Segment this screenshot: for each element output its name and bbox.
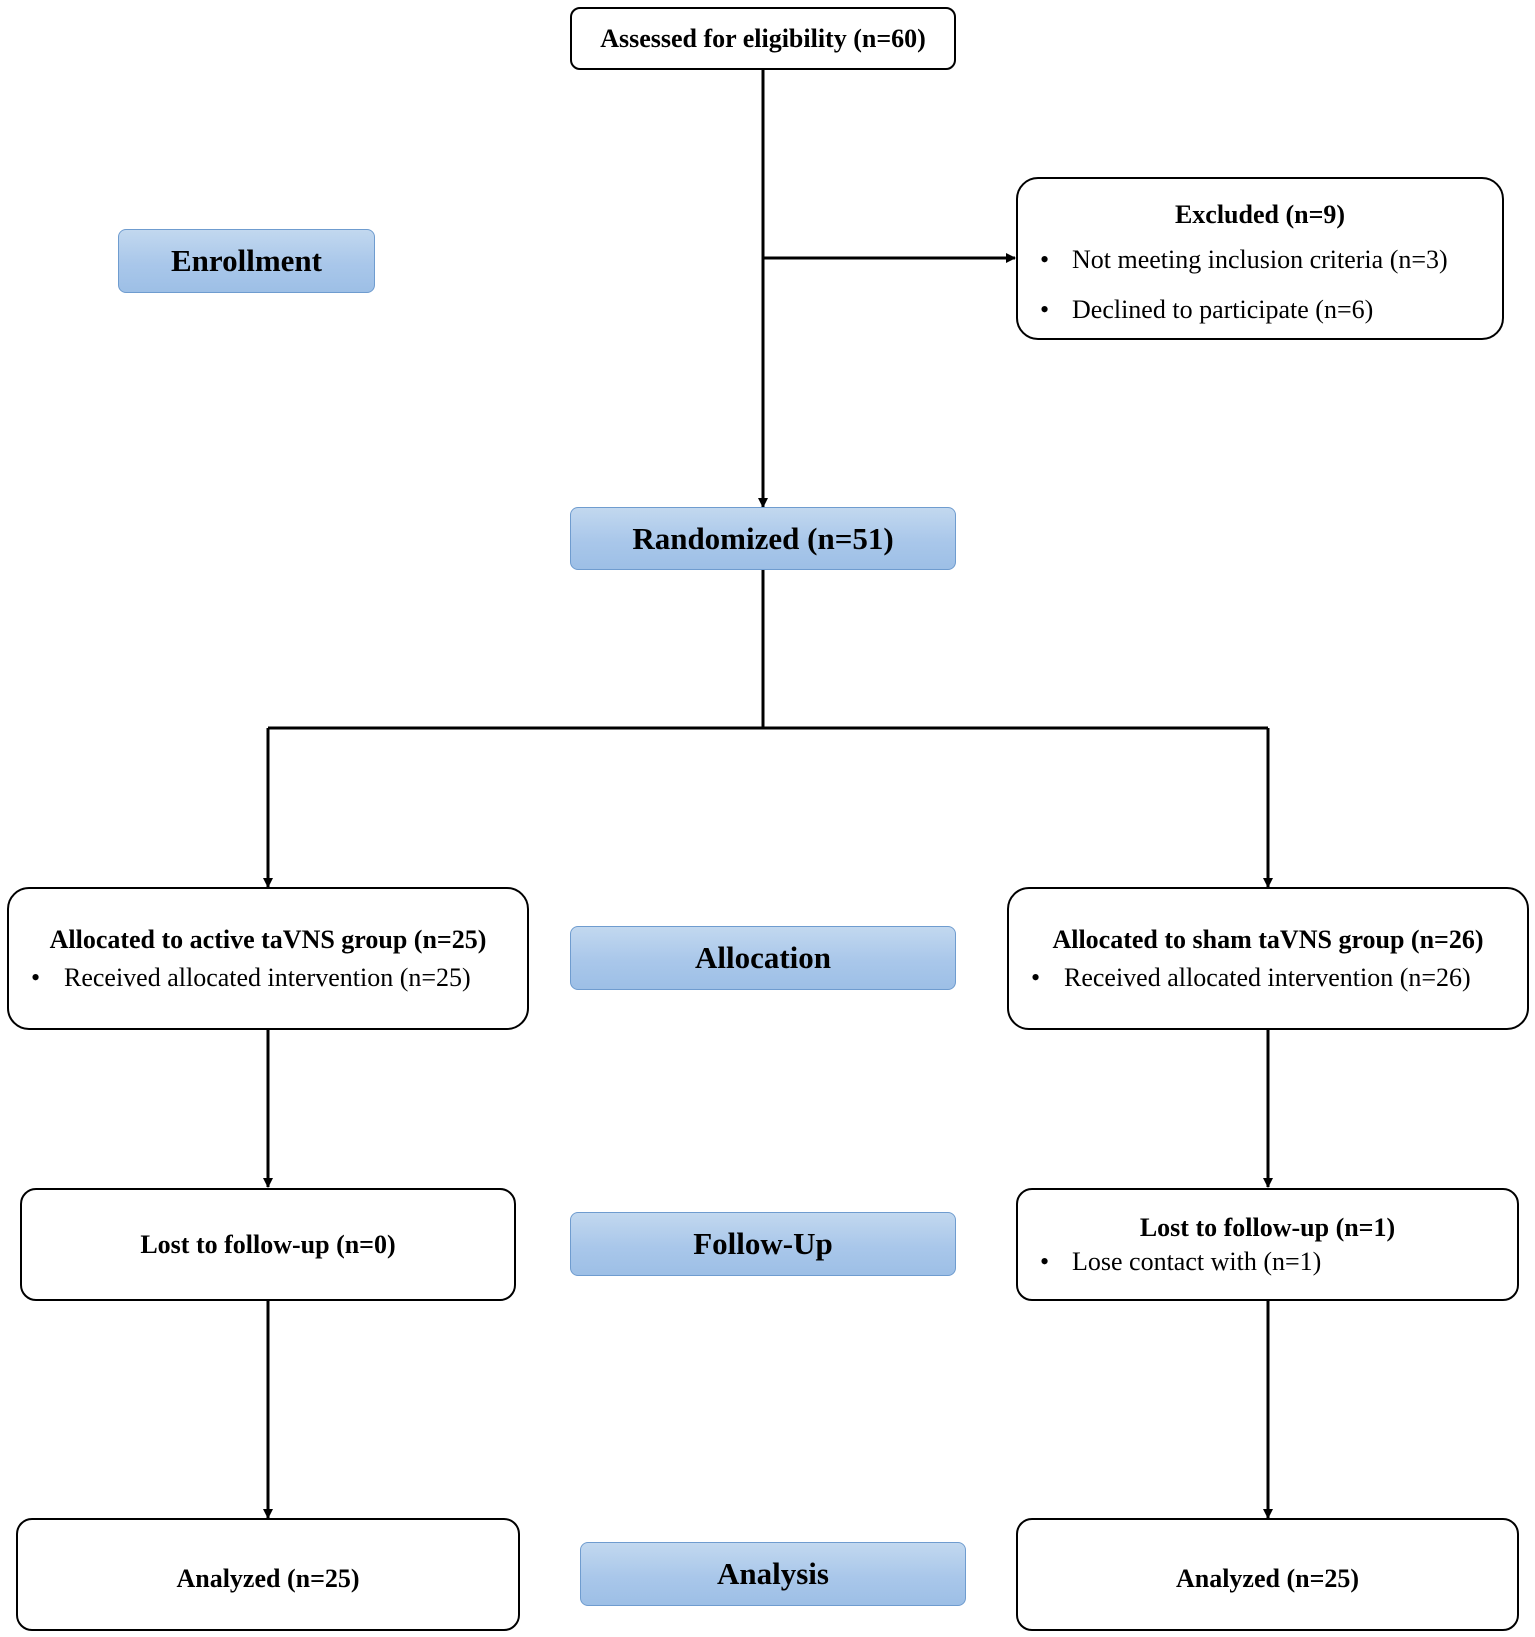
active-allocation-item-text: Received allocated intervention (n=25) bbox=[64, 962, 471, 992]
sham-allocation-list: • Received allocated intervention (n=26) bbox=[1009, 962, 1527, 993]
active-allocation-title: Allocated to active taVNS group (n=25) bbox=[49, 925, 487, 955]
randomized-box: Randomized (n=51) bbox=[570, 507, 956, 570]
excluded-box: Excluded (n=9) • Not meeting inclusion c… bbox=[1016, 177, 1504, 340]
sham-follow-up-title: Lost to follow-up (n=1) bbox=[1139, 1213, 1396, 1243]
bullet-icon: • bbox=[31, 962, 41, 992]
sham-follow-up-list: • Lose contact with (n=1) bbox=[1018, 1246, 1517, 1277]
analysis-stage-label: Analysis bbox=[580, 1542, 966, 1606]
bullet-icon: • bbox=[1040, 245, 1050, 275]
excluded-title: Excluded (n=9) bbox=[1174, 200, 1346, 229]
bullet-icon: • bbox=[1040, 1246, 1050, 1276]
sham-analysis-box: Analyzed (n=25) bbox=[1016, 1518, 1519, 1631]
allocation-stage-label: Allocation bbox=[570, 926, 956, 990]
active-allocation-item: • Received allocated intervention (n=25) bbox=[9, 962, 527, 993]
excluded-item-text: Not meeting inclusion criteria (n=3) bbox=[1072, 245, 1448, 275]
excluded-item: • Not meeting inclusion criteria (n=3) bbox=[1018, 242, 1502, 278]
active-allocation-box: Allocated to active taVNS group (n=25) •… bbox=[7, 887, 529, 1030]
active-analysis-box: Analyzed (n=25) bbox=[16, 1518, 520, 1631]
randomized-title: Randomized (n=51) bbox=[632, 520, 894, 556]
assessed-title: Assessed for eligibility (n=60) bbox=[600, 23, 926, 53]
sham-allocation-item: • Received allocated intervention (n=26) bbox=[1009, 962, 1527, 993]
follow-up-stage-label: Follow-Up bbox=[570, 1212, 956, 1276]
bullet-icon: • bbox=[1040, 295, 1050, 325]
active-follow-up-title: Lost to follow-up (n=0) bbox=[140, 1229, 396, 1259]
assessed-box: Assessed for eligibility (n=60) bbox=[570, 7, 956, 70]
sham-follow-up-box: Lost to follow-up (n=1) • Lose contact w… bbox=[1016, 1188, 1519, 1301]
excluded-list: • Not meeting inclusion criteria (n=3) •… bbox=[1018, 242, 1502, 328]
sham-follow-up-item-text: Lose contact with (n=1) bbox=[1072, 1246, 1322, 1276]
enrollment-stage-label: Enrollment bbox=[118, 229, 375, 293]
bullet-icon: • bbox=[1031, 962, 1041, 992]
active-analysis-title: Analyzed (n=25) bbox=[176, 1563, 360, 1593]
sham-analysis-title: Analyzed (n=25) bbox=[1175, 1563, 1360, 1593]
sham-allocation-item-text: Received allocated intervention (n=26) bbox=[1064, 962, 1471, 992]
excluded-item: • Declined to participate (n=6) bbox=[1018, 292, 1502, 328]
excluded-item-text: Declined to participate (n=6) bbox=[1072, 295, 1374, 325]
sham-allocation-box: Allocated to sham taVNS group (n=26) • R… bbox=[1007, 887, 1529, 1030]
sham-allocation-title: Allocated to sham taVNS group (n=26) bbox=[1052, 925, 1484, 955]
active-follow-up-box: Lost to follow-up (n=0) bbox=[20, 1188, 516, 1301]
active-allocation-list: • Received allocated intervention (n=25) bbox=[9, 962, 527, 993]
sham-follow-up-item: • Lose contact with (n=1) bbox=[1018, 1246, 1517, 1277]
